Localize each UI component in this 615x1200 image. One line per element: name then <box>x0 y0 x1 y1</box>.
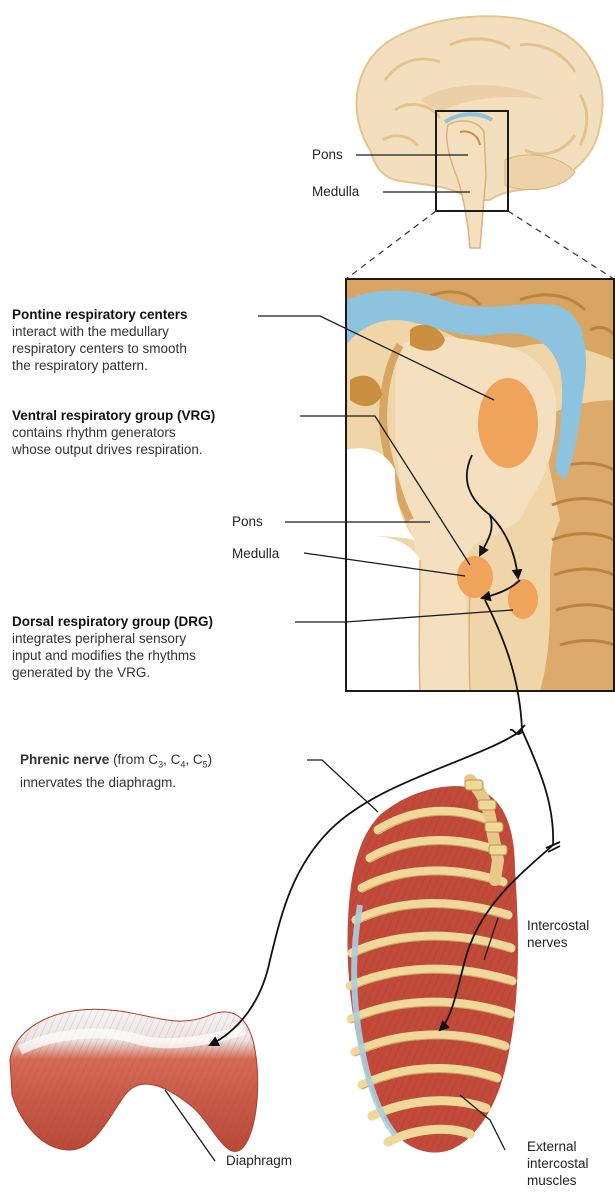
phrenic-nerve-path <box>208 599 526 1046</box>
center-arrows <box>465 454 523 602</box>
vrg-title: Ventral respiratory group (VRG) <box>12 408 216 423</box>
drg-center <box>508 579 538 619</box>
lower-leader-lines <box>164 759 506 1162</box>
external-intercostal-muscles-label: External intercostal muscles <box>527 1139 589 1188</box>
vrg-text-block: Ventral respiratory group (VRG) contains… <box>12 407 312 458</box>
pontine-title: Pontine respiratory centers <box>12 307 188 322</box>
diaphragm-label: Diaphragm <box>226 1153 293 1168</box>
phrenic-body: innervates the diaphragm. <box>20 774 177 790</box>
phrenic-sep-1: , C <box>163 752 181 767</box>
phrenic-title: Phrenic nerve <box>20 752 110 767</box>
phrenic-sub-4: 4 <box>180 759 186 770</box>
vrg-center <box>457 556 493 598</box>
rib-cage-illustration <box>345 774 518 1153</box>
diaphragm-illustration <box>9 1008 259 1153</box>
drg-title: Dorsal respiratory group (DRG) <box>12 614 214 629</box>
pontine-center <box>478 378 538 468</box>
phrenic-text-block: Phrenic nerve (from C3, C4, C5) innervat… <box>20 751 320 791</box>
brain-illustration <box>355 15 604 249</box>
vrg-body: contains rhythm generators whose output … <box>12 425 203 457</box>
pons-label-top: Pons <box>312 147 343 162</box>
zoom-panel <box>345 278 615 692</box>
phrenic-sep-2: , C <box>185 752 203 767</box>
phrenic-sub-3: 3 <box>158 759 164 770</box>
intercostal-nerve-path <box>438 729 561 1032</box>
intercostal-nerves-label: Intercostal nerves <box>527 918 590 950</box>
pons-label-zoom: Pons <box>232 514 263 529</box>
drg-body: integrates peripheral sensory input and … <box>12 631 196 680</box>
zoom-leader-lines <box>258 315 514 623</box>
medulla-label-top: Medulla <box>312 184 360 199</box>
phrenic-sub-5: 5 <box>202 759 208 770</box>
drg-text-block: Dorsal respiratory group (DRG) integrate… <box>12 613 302 681</box>
medulla-label-zoom: Medulla <box>232 546 280 561</box>
phrenic-paren-close: ) <box>207 752 213 767</box>
zoom-guide-lines <box>345 210 615 280</box>
phrenic-from: (from C <box>113 752 159 767</box>
pontine-body: interact with the medullary respiratory … <box>12 324 187 373</box>
pontine-text-block: Pontine respiratory centers interact wit… <box>12 306 262 374</box>
top-leader-lines <box>356 154 470 193</box>
